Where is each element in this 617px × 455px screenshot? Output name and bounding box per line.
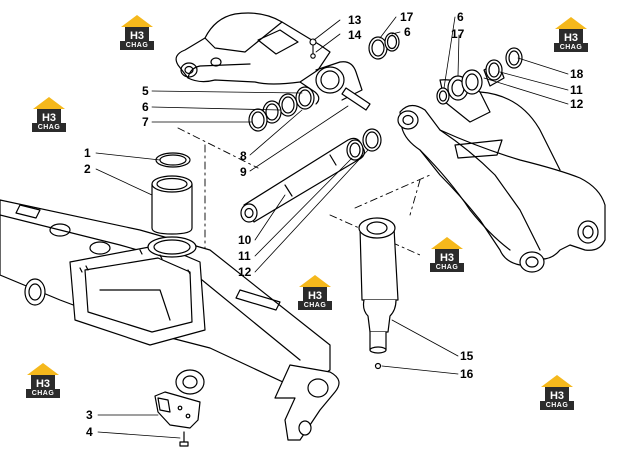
logo-text: H3 <box>440 252 454 264</box>
logo-text: H3 <box>308 290 322 302</box>
label-part-12-left: 12 <box>238 265 252 279</box>
small-pin-9 <box>341 87 371 111</box>
label-part-6-left: 6 <box>142 100 149 114</box>
watermark-subtext: CHAG <box>298 301 332 310</box>
label-part-12-right: 12 <box>570 97 584 111</box>
label-part-15: 15 <box>460 349 474 363</box>
label-part-6-right: 6 <box>457 10 464 24</box>
label-part-16: 16 <box>460 367 474 381</box>
watermark-subtext: CHAG <box>430 263 464 272</box>
bushings-right-upper <box>436 47 523 105</box>
house-logo-icon: H3 <box>555 17 587 44</box>
label-part-14: 14 <box>348 28 362 42</box>
watermark-subtext: CHAG <box>26 389 60 398</box>
watermark-subtext: CHAG <box>540 401 574 410</box>
label-part-6-middle: 6 <box>404 25 411 39</box>
label-part-5: 5 <box>142 84 149 98</box>
label-part-4: 4 <box>86 425 93 439</box>
seal-rings-upper-middle <box>368 32 400 60</box>
long-pin-10 <box>240 128 382 223</box>
leader-lines <box>95 16 569 439</box>
watermark-logo: H3 CHAG <box>540 374 574 410</box>
watermark-logo: H3 CHAG <box>120 14 154 50</box>
upper-swing-arm <box>175 12 363 105</box>
cylinder-15 <box>358 217 399 370</box>
watermark-logo: H3 CHAG <box>554 16 588 52</box>
label-part-2: 2 <box>84 162 91 176</box>
logo-text: H3 <box>130 30 144 42</box>
watermark-subtext: CHAG <box>120 41 154 50</box>
house-logo-icon: H3 <box>121 15 153 42</box>
logo-text: H3 <box>36 378 50 390</box>
label-part-18: 18 <box>570 67 584 81</box>
bracket-and-bolt <box>154 391 201 447</box>
watermark-logo: H3 CHAG <box>298 274 332 310</box>
watermark-subtext: CHAG <box>32 123 66 132</box>
label-part-8: 8 <box>240 149 247 163</box>
label-part-3: 3 <box>86 408 93 422</box>
seal-rings-upper-left <box>248 86 315 132</box>
house-logo-icon: H3 <box>27 363 59 390</box>
label-part-7: 7 <box>142 115 149 129</box>
label-part-13: 13 <box>348 13 362 27</box>
house-logo-icon: H3 <box>541 375 573 402</box>
house-logo-icon: H3 <box>431 237 463 264</box>
watermark-logo: H3 CHAG <box>430 236 464 272</box>
watermark-logo: H3 CHAG <box>26 362 60 398</box>
grease-fitting <box>309 38 317 59</box>
logo-text: H3 <box>564 32 578 44</box>
house-logo-icon: H3 <box>33 97 65 124</box>
label-part-9: 9 <box>240 165 247 179</box>
logo-text: H3 <box>42 112 56 124</box>
label-part-10: 10 <box>238 233 252 247</box>
label-part-1: 1 <box>84 146 91 160</box>
ring-and-bushing <box>151 152 193 235</box>
label-part-11-left: 11 <box>238 249 251 263</box>
watermark-logo: H3 CHAG <box>32 96 66 132</box>
axle-housing <box>0 199 340 441</box>
label-part-11-right: 11 <box>570 83 583 97</box>
logo-text: H3 <box>550 390 564 402</box>
label-part-17-left: 17 <box>400 10 414 24</box>
label-part-17-right: 17 <box>451 27 465 41</box>
house-logo-icon: H3 <box>299 275 331 302</box>
watermark-subtext: CHAG <box>554 43 588 52</box>
